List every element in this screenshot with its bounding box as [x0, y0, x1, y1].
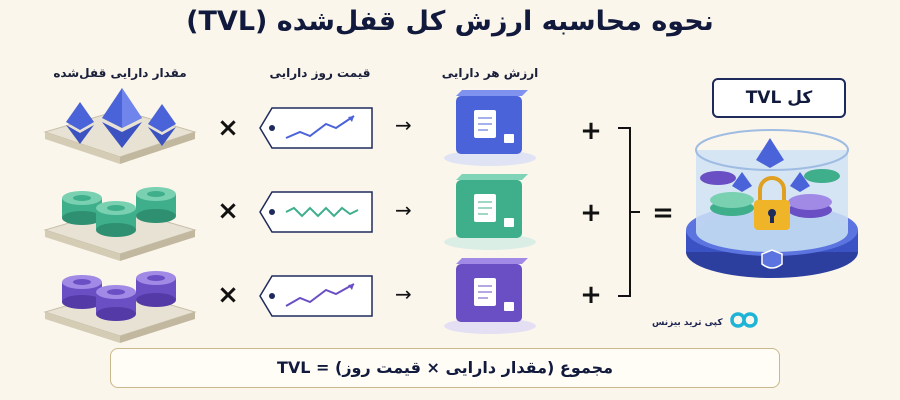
column-header-locked-amount: مقدار دارایی قفل‌شده [53, 66, 187, 80]
coin-stack-platform-icon [43, 187, 197, 261]
column-header-asset-value: ارزش هر دارایی [441, 66, 539, 80]
purple-vault-box-icon [444, 258, 536, 334]
arrow-icon: → [395, 282, 412, 306]
page-title: نحوه محاسبه ارزش کل قفل‌شده (TVL) [186, 6, 714, 37]
column-header-daily-price: قیمت روز دارایی [269, 66, 371, 80]
ethereum-platform-icon [43, 88, 197, 164]
times-operator: × [217, 280, 239, 310]
plus-operator: + [580, 280, 602, 310]
tvl-formula: مجموع (مقدار دارایی × قیمت روز) = TVL [110, 348, 780, 388]
tvl-vault-icon [686, 129, 858, 278]
plus-operator: + [580, 198, 602, 228]
token-stack-platform-icon [43, 271, 197, 343]
green-vault-box-icon [444, 174, 536, 250]
price-tag-up-icon [259, 107, 373, 149]
times-operator: × [217, 196, 239, 226]
brand-name: کپی ترید بیزنس [652, 318, 723, 328]
equals-operator: = [652, 198, 674, 228]
times-operator: × [217, 113, 239, 143]
price-tag-up-icon [259, 275, 373, 317]
total-tvl-label: کل TVL [712, 78, 846, 118]
arrow-icon: → [395, 198, 412, 222]
plus-operator: + [580, 116, 602, 146]
sum-bracket [618, 127, 640, 297]
price-tag-flat-icon [259, 191, 373, 233]
blue-vault-box-icon [444, 90, 536, 166]
brand-logo-icon [730, 312, 758, 328]
arrow-icon: → [395, 113, 412, 137]
